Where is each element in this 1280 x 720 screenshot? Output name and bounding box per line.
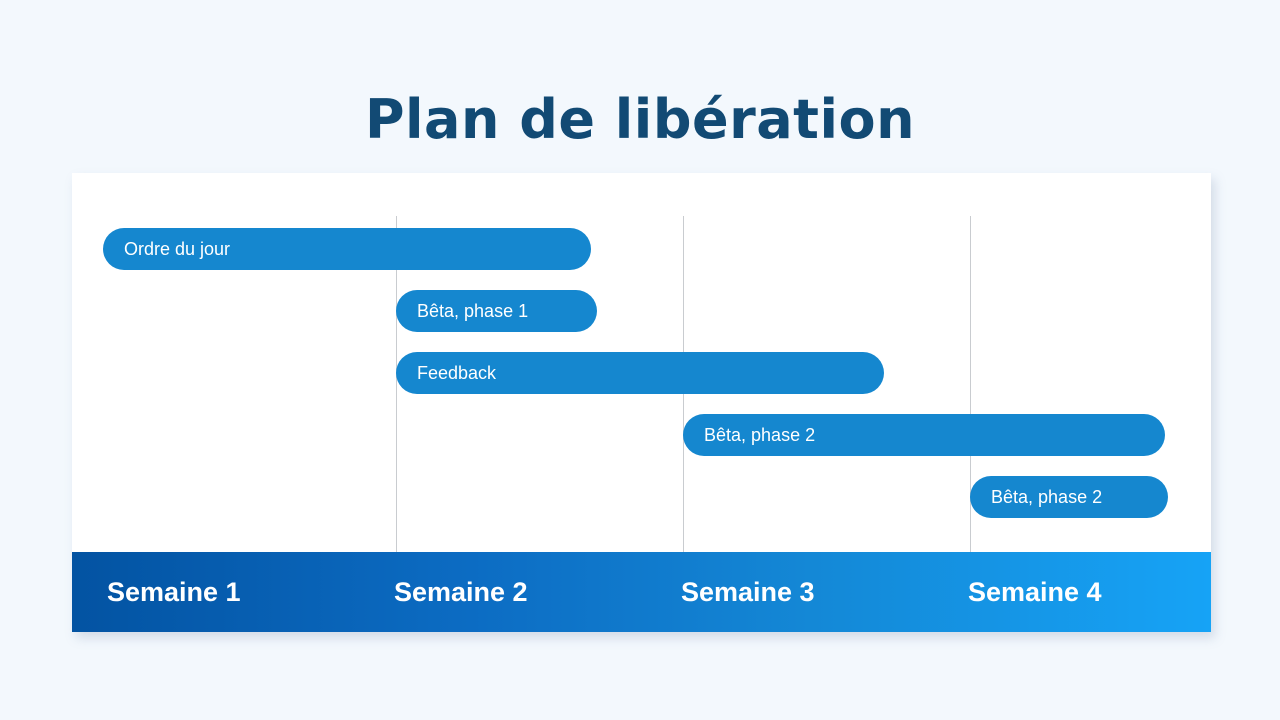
week-label: Semaine 1 [107, 576, 241, 607]
task-bar: Bêta, phase 1 [396, 290, 597, 332]
week-axis-band: Semaine 1 Semaine 2 Semaine 3 Semaine 4 [72, 552, 1211, 632]
task-bar-label: Bêta, phase 2 [991, 486, 1103, 507]
chart-title: Plan de libération [364, 88, 916, 151]
week-gridline [396, 216, 397, 552]
task-bar-label: Bêta, phase 2 [704, 424, 816, 445]
task-bar: Feedback [396, 352, 884, 394]
week-label: Semaine 3 [681, 576, 815, 607]
week-gridline [970, 216, 971, 552]
task-bar-label: Feedback [417, 362, 497, 383]
task-bar: Bêta, phase 2 [970, 476, 1169, 518]
task-bar: Ordre du jour [103, 228, 592, 270]
task-bar-label: Bêta, phase 1 [417, 300, 529, 321]
task-bar: Bêta, phase 2 [683, 414, 1166, 456]
task-bar-label: Ordre du jour [124, 238, 231, 259]
week-label: Semaine 2 [394, 576, 528, 607]
gantt-panel: Semaine 1 Semaine 2 Semaine 3 Semaine 4 Ord… [72, 173, 1211, 632]
week-label: Semaine 4 [968, 576, 1102, 607]
